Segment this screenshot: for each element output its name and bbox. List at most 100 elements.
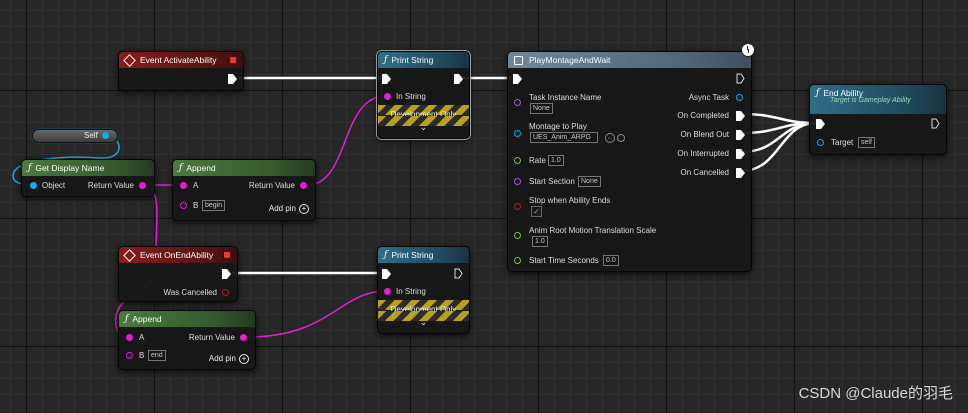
print-string-node-2[interactable]: ƒ Print String In String Development Onl…	[377, 246, 470, 334]
watermark: CSDN @Claude的羽毛	[798, 385, 953, 402]
exec-out-pin[interactable]	[931, 118, 940, 129]
self-reference-node[interactable]: Self	[32, 129, 118, 143]
b-value-input[interactable]: begin	[202, 200, 226, 211]
on-interrupted-exec-pin[interactable]	[736, 149, 745, 159]
event-on-end-ability-node[interactable]: Event OnEndAbility Was Cancelled	[118, 246, 238, 302]
append-node-1[interactable]: ƒ Append A B begin Return Value Add pin+	[172, 159, 316, 221]
return-value-label: Return Value	[87, 181, 134, 190]
exec-in-pin[interactable]	[382, 269, 391, 279]
append-header[interactable]: ƒ Append	[173, 160, 315, 176]
function-icon: ƒ	[384, 55, 388, 65]
b-input-pin[interactable]	[126, 352, 133, 359]
b-value-input[interactable]: end	[148, 350, 166, 361]
start-section-label: Start Section	[529, 177, 575, 186]
montage-to-play-pin[interactable]	[514, 130, 521, 137]
get-display-name-header[interactable]: ƒ Get Display Name	[22, 160, 154, 176]
exec-in-pin[interactable]	[513, 74, 522, 84]
event-icon	[123, 53, 136, 67]
exec-out-pin[interactable]	[222, 269, 231, 279]
event-activate-ability-header[interactable]: Event ActivateAbility	[119, 52, 243, 68]
in-string-pin[interactable]	[384, 93, 391, 100]
start-time-seconds-input[interactable]: 0.0	[603, 255, 619, 266]
exec-in-pin[interactable]	[816, 119, 825, 129]
print-string-header[interactable]: ƒ Print String	[378, 52, 469, 68]
a-input-pin[interactable]	[180, 182, 187, 189]
start-section-input[interactable]: None	[578, 176, 601, 187]
object-input-pin[interactable]	[30, 182, 37, 189]
async-task-pin[interactable]	[736, 94, 743, 101]
object-label: Object	[42, 181, 66, 190]
anim-root-motion-scale-pin[interactable]	[514, 232, 521, 239]
start-time-seconds-label: Start Time Seconds	[529, 256, 599, 265]
exec-out-pin[interactable]	[454, 74, 463, 84]
node-title: Print String	[391, 250, 434, 260]
start-section-pin[interactable]	[514, 178, 521, 185]
development-only-label: Development Only	[390, 305, 457, 314]
add-pin-button[interactable]: Add pin+	[209, 354, 249, 364]
on-blend-out-exec-pin[interactable]	[736, 130, 745, 140]
return-value-pin[interactable]	[300, 182, 307, 189]
node-title: End Ability	[823, 88, 864, 98]
function-icon: ƒ	[816, 88, 820, 98]
get-display-name-node[interactable]: ƒ Get Display Name Object Return Value	[21, 159, 155, 197]
on-completed-exec-pin[interactable]	[736, 111, 745, 121]
string-wire	[247, 290, 387, 338]
string-wire	[306, 95, 387, 186]
exec-out-pin[interactable]	[736, 73, 745, 84]
on-interrupted-label: On Interrupted	[677, 149, 729, 158]
delegate-pin-icon[interactable]	[223, 251, 231, 259]
target-value[interactable]: self	[858, 137, 875, 148]
exec-out-pin[interactable]	[454, 268, 463, 279]
use-selected-arrow-icon[interactable]: ←	[605, 133, 615, 143]
append-node-2[interactable]: ƒ Append A B end Return Value Add pin+	[118, 310, 256, 370]
was-cancelled-pin[interactable]	[222, 289, 229, 296]
task-instance-name-input[interactable]: None	[530, 103, 553, 114]
return-value-pin[interactable]	[240, 334, 247, 341]
play-montage-and-wait-node[interactable]: PlayMontageAndWait Task Instance Name No…	[507, 51, 752, 272]
event-on-end-ability-header[interactable]: Event OnEndAbility	[119, 247, 237, 263]
add-pin-label: Add pin	[268, 204, 296, 213]
node-subtitle: Target is Gameplay Ability	[830, 97, 911, 104]
self-output-pin[interactable]	[102, 132, 109, 139]
task-instance-name-pin[interactable]	[514, 99, 521, 106]
on-completed-label: On Completed	[677, 111, 729, 120]
rate-pin[interactable]	[514, 157, 521, 164]
in-string-pin[interactable]	[384, 288, 391, 295]
expand-chevron-icon[interactable]: ⌄	[419, 317, 428, 327]
delegate-pin-icon[interactable]	[229, 56, 237, 64]
b-input-pin[interactable]	[180, 202, 187, 209]
print-string-header[interactable]: ƒ Print String	[378, 247, 469, 263]
start-time-seconds-pin[interactable]	[514, 257, 521, 264]
stop-when-ability-ends-pin[interactable]	[514, 203, 521, 210]
function-icon: ƒ	[384, 250, 388, 260]
expand-chevron-icon[interactable]: ⌄	[419, 122, 428, 132]
event-activate-ability-node[interactable]: Event ActivateAbility	[118, 51, 244, 91]
node-title: Print String	[391, 55, 434, 65]
play-montage-header[interactable]: PlayMontageAndWait	[508, 52, 751, 68]
development-stripe-bottom	[378, 116, 469, 126]
target-pin[interactable]	[817, 139, 824, 146]
rate-input[interactable]: 1.0	[548, 155, 564, 166]
end-ability-header[interactable]: ƒ End Ability Target is Gameplay Ability	[810, 85, 946, 114]
exec-in-pin[interactable]	[382, 74, 391, 84]
a-input-pin[interactable]	[126, 334, 133, 341]
function-icon: ƒ	[125, 314, 129, 324]
return-value-pin[interactable]	[139, 182, 146, 189]
anim-root-motion-scale-input[interactable]: 1.0	[532, 236, 548, 247]
add-pin-button[interactable]: Add pin+	[269, 204, 309, 214]
append-header[interactable]: ƒ Append	[119, 311, 255, 327]
anim-root-motion-scale-label: Anim Root Motion Translation Scale	[529, 226, 657, 235]
development-stripe-top	[378, 105, 469, 115]
development-stripe-bottom	[378, 311, 469, 321]
stop-when-ability-ends-checkbox[interactable]: ✓	[531, 206, 542, 217]
print-string-node-1[interactable]: ƒ Print String In String Development Onl…	[377, 51, 470, 139]
browse-search-icon[interactable]	[617, 134, 625, 142]
end-ability-node[interactable]: ƒ End Ability Target is Gameplay Ability…	[809, 84, 947, 155]
return-value-label: Return Value	[188, 333, 235, 342]
task-icon	[514, 55, 523, 65]
exec-out-pin[interactable]	[228, 74, 237, 84]
rate-label: Rate	[529, 156, 546, 165]
montage-to-play-dropdown[interactable]: UES_Anim_ARPG	[530, 132, 598, 143]
on-cancelled-label: On Cancelled	[680, 168, 729, 177]
on-cancelled-exec-pin[interactable]	[736, 168, 745, 178]
